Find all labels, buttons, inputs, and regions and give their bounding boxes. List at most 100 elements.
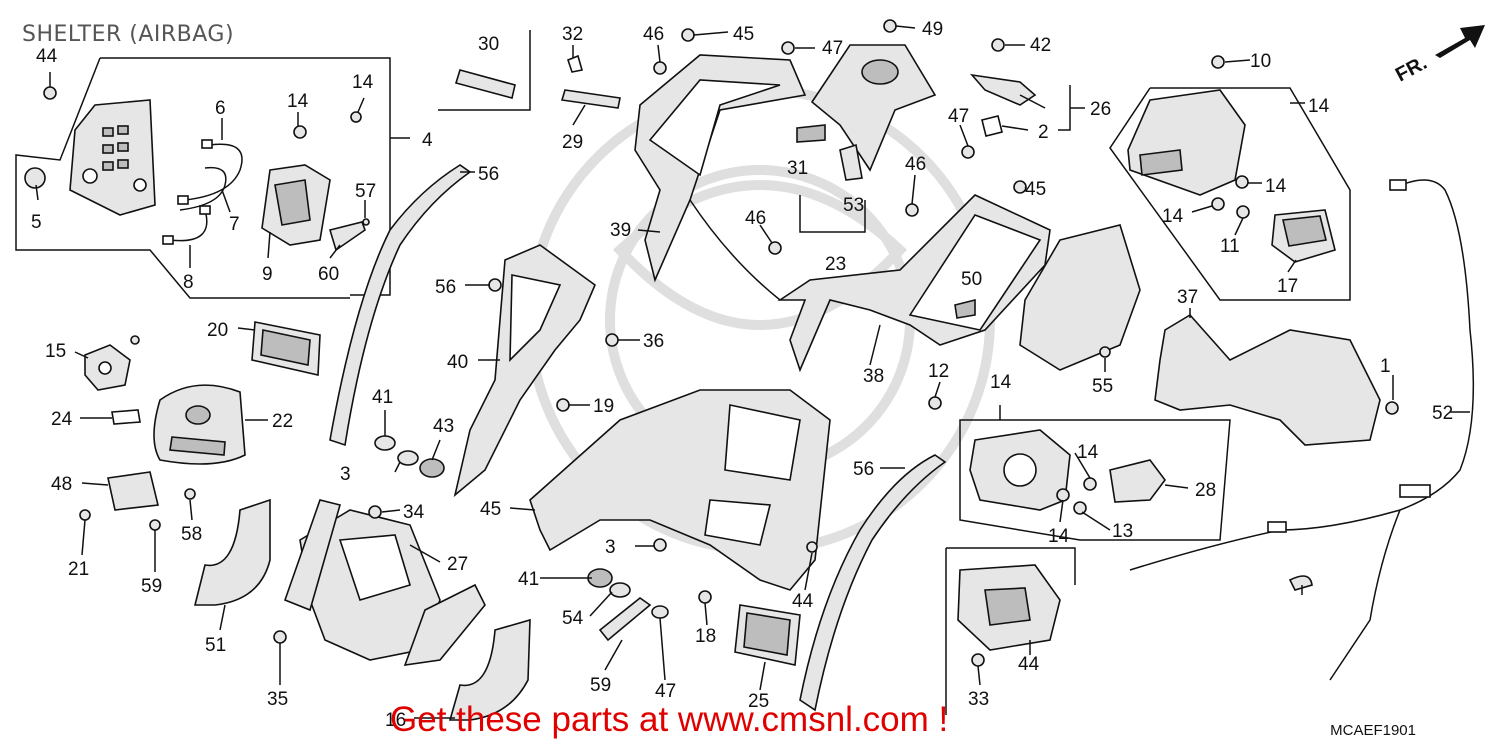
callout-56a: 56 bbox=[435, 277, 456, 298]
callout-51: 35 bbox=[267, 689, 288, 710]
fasteners bbox=[79, 19, 1399, 667]
part-trim-16 bbox=[799, 454, 947, 712]
callout-8: 8 bbox=[183, 272, 194, 293]
front-direction-arrow: FR. bbox=[1392, 25, 1485, 86]
promo-banner[interactable]: Get these parts at www.cmsnl.com ! bbox=[390, 700, 949, 739]
callout-59a: 41 bbox=[372, 387, 393, 408]
callout-35: 45 bbox=[480, 499, 501, 520]
part-center-panel-23 bbox=[796, 44, 937, 181]
callout-41b: 54 bbox=[562, 608, 584, 629]
callout-26: 26 bbox=[1090, 99, 1111, 120]
callout-6: 6 bbox=[215, 98, 226, 119]
part-trim-17 bbox=[329, 164, 472, 447]
part-clip-32 bbox=[567, 54, 584, 73]
callout-14e: 11 bbox=[1220, 236, 1240, 257]
callout-46c: 46 bbox=[905, 154, 926, 175]
leader-lines bbox=[35, 25, 1470, 719]
callout-14b: 14 bbox=[352, 72, 374, 93]
callout-60: 60 bbox=[318, 264, 339, 285]
callout-31: 31 bbox=[787, 158, 808, 179]
part-inner-frame-38 bbox=[689, 194, 1051, 373]
callout-44c: 33 bbox=[968, 689, 989, 710]
diagram-title: SHELTER (AIRBAG) bbox=[22, 22, 235, 47]
part-clip-29 bbox=[560, 89, 621, 109]
callout-58: 59 bbox=[141, 576, 162, 597]
part-bracket-60 bbox=[328, 221, 366, 252]
callout-38: 38 bbox=[863, 366, 884, 387]
part-pocket-box-10 bbox=[1127, 89, 1246, 196]
part-cap-13 bbox=[1109, 459, 1166, 503]
callout-5: 5 bbox=[31, 212, 42, 233]
callout-41a: 3 bbox=[340, 464, 351, 485]
part-sticker-27 bbox=[193, 498, 271, 606]
part-strap-54 bbox=[598, 597, 652, 642]
callout-17: 56 bbox=[478, 164, 499, 185]
callout-23: 23 bbox=[825, 254, 846, 275]
part-vent-18 bbox=[734, 604, 801, 666]
callout-49: 49 bbox=[922, 19, 943, 40]
callout-34: 27 bbox=[447, 554, 468, 575]
part-module-11 bbox=[1271, 209, 1336, 263]
callout-46b: 46 bbox=[745, 208, 766, 229]
part-lever-26 bbox=[969, 73, 1037, 137]
callout-14d: 14 bbox=[1162, 206, 1184, 227]
callout-47c: 18 bbox=[695, 626, 716, 647]
callout-55: 1 bbox=[1380, 356, 1391, 377]
callout-2: 2 bbox=[1038, 122, 1049, 143]
callout-33: 37 bbox=[1177, 287, 1198, 308]
part-clip-15 bbox=[111, 409, 141, 425]
callout-54: 59 bbox=[590, 675, 611, 696]
callout-45d: 3 bbox=[605, 537, 616, 558]
part-wire-harness bbox=[162, 139, 243, 245]
part-grommets bbox=[374, 435, 669, 619]
callout-14c: 14 bbox=[1265, 176, 1287, 197]
callout-43: 34 bbox=[403, 502, 425, 523]
callout-45b: 45 bbox=[1025, 179, 1046, 200]
direction-label: FR. bbox=[1392, 52, 1431, 87]
part-rear-cover-33 bbox=[1154, 313, 1381, 446]
callout-12: 14 bbox=[990, 372, 1012, 393]
callout-45a: 45 bbox=[733, 24, 754, 45]
part-lock-20 bbox=[84, 344, 131, 391]
callout-27: 51 bbox=[205, 635, 226, 656]
callout-25: 16 bbox=[385, 710, 406, 731]
callout-56c: 44 bbox=[792, 591, 814, 612]
callout-4: 4 bbox=[422, 130, 433, 151]
callout-22: 48 bbox=[51, 474, 72, 495]
callout-10: 14 bbox=[1308, 96, 1330, 117]
callout-47b: 47 bbox=[948, 106, 969, 127]
callout-45c: 10 bbox=[1250, 51, 1271, 72]
callout-40: 19 bbox=[593, 396, 614, 417]
callout-42: 42 bbox=[1030, 35, 1051, 56]
callout-29: 29 bbox=[562, 132, 583, 153]
part-airbag-lid-24 bbox=[153, 384, 246, 465]
callout-15: 24 bbox=[51, 409, 73, 430]
callout-37: 55 bbox=[1092, 376, 1113, 397]
callout-59b: 47 bbox=[655, 681, 676, 702]
callout-1: 52 bbox=[1432, 403, 1453, 424]
callout-46a: 46 bbox=[643, 24, 664, 45]
callout-13: 28 bbox=[1195, 480, 1216, 501]
part-lid-30 bbox=[454, 69, 516, 99]
callout-3b: 41 bbox=[518, 569, 539, 590]
part-switch-panel bbox=[24, 86, 156, 216]
group-outlines bbox=[15, 30, 1351, 715]
callout-50: 50 bbox=[961, 269, 982, 290]
callout-9: 9 bbox=[262, 264, 273, 285]
callout-28: 44 bbox=[1018, 654, 1040, 675]
part-bracket-22 bbox=[107, 471, 159, 511]
part-box-28 bbox=[957, 564, 1061, 651]
part-control-12 bbox=[969, 429, 1071, 511]
callout-14g: 14 bbox=[1048, 526, 1070, 547]
part-cable-1 bbox=[1129, 179, 1475, 681]
callout-56b: 36 bbox=[643, 331, 664, 352]
callout-labels: 44 5 6 7 8 9 14 14 57 60 4 30 32 29 46 4… bbox=[31, 19, 1453, 731]
callout-14h: 13 bbox=[1112, 521, 1133, 542]
callout-18: 25 bbox=[748, 691, 769, 712]
callout-53: 53 bbox=[843, 195, 864, 216]
callout-36: 40 bbox=[447, 352, 468, 373]
part-sticker-25 bbox=[448, 618, 531, 721]
part-glovebox-34 bbox=[283, 499, 486, 666]
part-switch-unit bbox=[261, 164, 331, 246]
